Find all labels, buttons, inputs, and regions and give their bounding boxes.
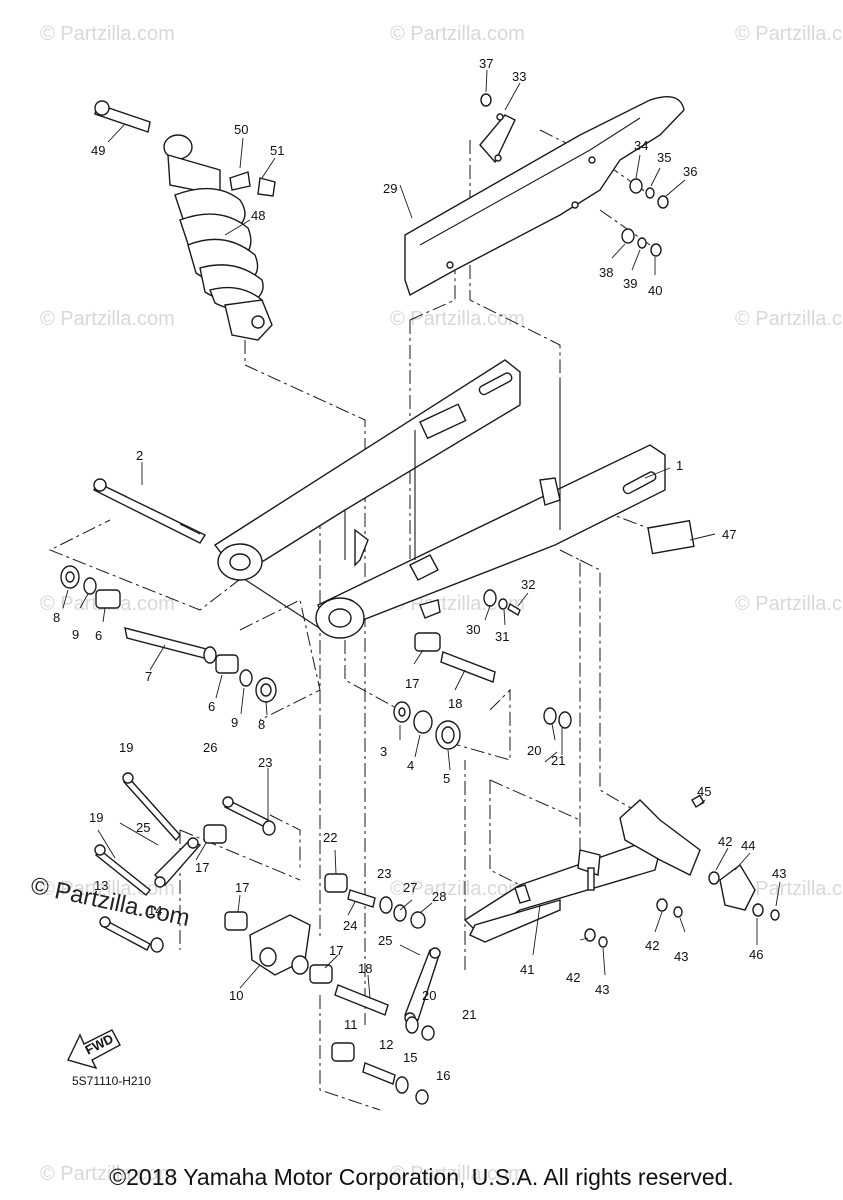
callout-22: 22 (323, 830, 337, 845)
callout-25-right: 25 (378, 933, 392, 948)
callout-24: 24 (343, 918, 357, 933)
callout-11: 11 (344, 1017, 358, 1032)
callout-17-upper: 17 (405, 676, 419, 691)
callout-42-mid: 42 (645, 938, 659, 953)
watermark: © Partzilla.com (40, 23, 175, 45)
callout-35: 35 (657, 150, 671, 165)
callout-16: 16 (436, 1068, 450, 1083)
callout-20-upper: 20 (527, 743, 541, 758)
callout-14: 14 (148, 903, 162, 918)
callout-19-upper: 19 (119, 740, 133, 755)
callout-39: 39 (623, 276, 637, 291)
watermark: © Partzilla.com (735, 23, 843, 45)
callout-18-upper: 18 (448, 696, 462, 711)
callout-26: 26 (203, 740, 217, 755)
callout-23-upper: 23 (258, 755, 272, 770)
callout-10: 10 (229, 988, 243, 1003)
callout-17-mid: 17 (235, 880, 249, 895)
watermark-layer: © Partzilla.com © Partzilla.com © Partzi… (40, 23, 843, 1185)
pivot-bushings (60, 565, 277, 703)
callout-43-mid: 43 (674, 949, 688, 964)
callout-8-left: 8 (53, 610, 60, 625)
callout-41: 41 (520, 962, 534, 977)
callout-31: 31 (495, 629, 509, 644)
callout-2: 2 (136, 448, 143, 463)
watermark: © Partzilla.com (735, 878, 843, 900)
callout-5: 5 (443, 771, 450, 786)
watermark: © Partzilla.com (40, 1163, 175, 1185)
callout-36: 36 (683, 164, 697, 179)
callout-13: 13 (94, 878, 108, 893)
callout-43-lower: 43 (595, 982, 609, 997)
callout-28: 28 (432, 889, 446, 904)
callout-32: 32 (521, 577, 535, 592)
callout-9-right: 9 (231, 715, 238, 730)
callout-12: 12 (379, 1037, 393, 1052)
callout-3: 3 (380, 744, 387, 759)
callout-21-lower: 21 (462, 1007, 476, 1022)
callout-21-upper: 21 (551, 753, 565, 768)
callout-15: 15 (403, 1050, 417, 1065)
chain-guard-fasteners (480, 93, 669, 257)
leader-lines (62, 69, 781, 999)
callout-47: 47 (722, 527, 736, 542)
callout-49: 49 (91, 143, 105, 158)
callout-42-lower: 42 (566, 970, 580, 985)
callout-27: 27 (403, 880, 417, 895)
callout-50: 50 (234, 122, 248, 137)
callout-17-link: 17 (195, 860, 209, 875)
copyright-notice: ©2018 Yamaha Motor Corporation, U.S.A. A… (109, 1164, 734, 1190)
callout-17-lower: 17 (329, 943, 343, 958)
callout-37: 37 (479, 56, 493, 71)
fwd-arrow-icon: FWD (67, 1029, 121, 1070)
watermark: © Partzilla.com (390, 308, 525, 330)
pivot-shaft (93, 478, 207, 544)
watermark: © Partzilla.com (40, 308, 175, 330)
watermark: © Partzilla.com (735, 593, 843, 615)
callout-46: 46 (749, 947, 763, 962)
callout-7: 7 (145, 669, 152, 684)
swingarm-fasteners (483, 589, 521, 617)
callout-19-lower: 19 (89, 810, 103, 825)
callout-45: 45 (697, 784, 711, 799)
swingarm (213, 359, 666, 639)
callout-numbers: 1 2 3 4 5 6 6 7 8 8 9 9 10 11 12 13 14 1… (53, 56, 786, 1083)
callout-9-left: 9 (72, 627, 79, 642)
callout-44: 44 (741, 838, 755, 853)
callout-51: 51 (270, 143, 284, 158)
callout-23-lower: 23 (377, 866, 391, 881)
callout-6-left: 6 (95, 628, 102, 643)
callout-38: 38 (599, 265, 613, 280)
caution-label (647, 519, 695, 555)
chain-case (463, 839, 661, 943)
callout-6-right: 6 (208, 699, 215, 714)
callout-29: 29 (383, 181, 397, 196)
watermark: © Partzilla.com (735, 308, 843, 330)
callout-40: 40 (648, 283, 662, 298)
rear-suspension-linkage (94, 772, 441, 1105)
callout-33: 33 (512, 69, 526, 84)
callout-34: 34 (634, 138, 648, 153)
callout-25-left: 25 (136, 820, 150, 835)
watermark: © Partzilla.com (390, 1163, 525, 1185)
callout-48: 48 (251, 208, 265, 223)
callout-43-right: 43 (772, 866, 786, 881)
watermark: © Partzilla.com (390, 878, 525, 900)
callout-1: 1 (676, 458, 683, 473)
callout-30: 30 (466, 622, 480, 637)
callout-4: 4 (407, 758, 414, 773)
diagram-reference-code: 5S71110-H210 (72, 1074, 151, 1088)
callout-42-upper: 42 (718, 834, 732, 849)
callout-18-lower: 18 (358, 961, 372, 976)
rear-shock-absorber (94, 100, 276, 341)
callout-20-lower: 20 (422, 988, 436, 1003)
chain-guard (404, 96, 685, 297)
watermark: © Partzilla.com (390, 23, 525, 45)
center-collars (393, 632, 572, 750)
callout-8-right: 8 (258, 717, 265, 732)
